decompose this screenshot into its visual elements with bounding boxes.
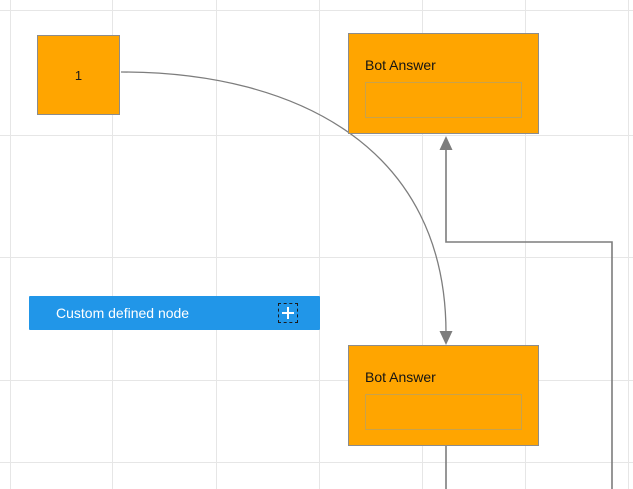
node-custom-defined-label: Custom defined node [56, 305, 190, 321]
node-custom-defined[interactable]: Custom defined node [29, 296, 320, 330]
node-title: Bot Answer [365, 57, 436, 73]
edge-feedback-arrowhead [439, 136, 453, 150]
node-square-label: 1 [74, 67, 83, 83]
edge-feedback-return[interactable] [445, 148, 613, 489]
node-square-1[interactable]: 1 [37, 35, 120, 115]
edge-curve[interactable] [120, 71, 447, 334]
node-answer-slot[interactable] [365, 394, 522, 430]
node-bot-answer-top[interactable]: Bot Answer [348, 33, 539, 134]
node-answer-slot[interactable] [365, 82, 522, 118]
node-bot-answer-bottom[interactable]: Bot Answer [348, 345, 539, 446]
node-title: Bot Answer [365, 369, 436, 385]
edge-curve-arrowhead [439, 331, 453, 345]
plus-icon[interactable] [278, 303, 298, 323]
plus-icon-vertical-bar [287, 307, 289, 319]
